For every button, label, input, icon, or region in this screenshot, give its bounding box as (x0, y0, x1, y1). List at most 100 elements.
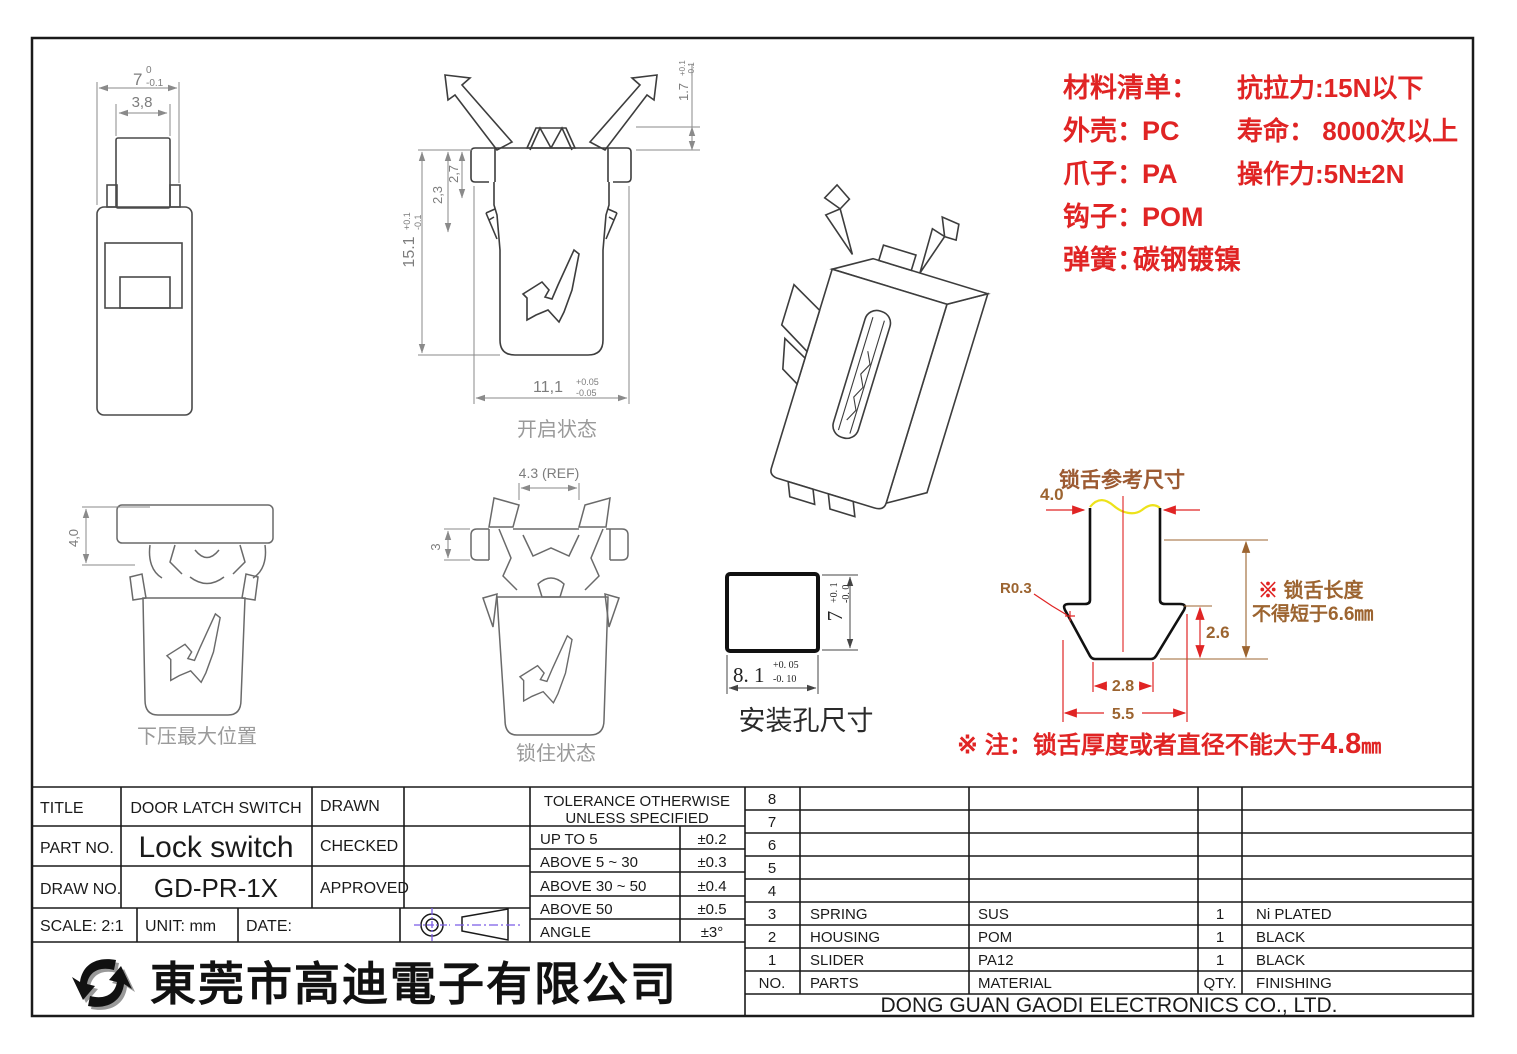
iso-wing-left-tip (823, 183, 851, 210)
tongue-title: 锁舌参考尺寸 (1059, 468, 1185, 492)
dim-tongue-top: 4.0 (1040, 485, 1064, 504)
parts-row-no-2: 2 (768, 929, 776, 946)
material-item-hook: 钩子：POM (1063, 202, 1204, 232)
dim-locked-ref: 4.3 (REF) (519, 465, 580, 481)
open-wing-left (444, 74, 514, 152)
tolerance-range-1: ABOVE 5 ~ 30 (540, 854, 638, 871)
drawn-label: DRAWN (320, 798, 380, 815)
locked-center-blob (537, 577, 565, 598)
material-item-hook-label: 钩子： (1063, 202, 1144, 232)
bottom-note: ※ 注：锁舌厚度或者直径不能大于4.8㎜ (957, 728, 1381, 760)
parts-row-no-5: 5 (768, 860, 776, 877)
parts-row-finishing-2: BLACK (1256, 929, 1305, 946)
locked-view-label: 锁住状态 (516, 742, 596, 765)
locked-spring-arms (498, 528, 604, 591)
parts-header-finishing: FINISHING (1256, 975, 1332, 992)
isometric-view (770, 183, 991, 518)
tolerance-range-3: ABOVE 50 (540, 901, 613, 918)
material-item-hook-value: POM (1142, 202, 1204, 232)
date-label: DATE: (246, 918, 292, 935)
locked-spring-center (522, 534, 580, 557)
unit-label: UNIT: mm (145, 918, 216, 935)
dim-open-width-tol-up: +0.05 (576, 377, 599, 387)
iso-slot-inner (837, 317, 885, 434)
dim-hole-height-tol-dn: -0. 0 (841, 585, 852, 603)
tolerance-table: TOLERANCE OTHERWISE UNLESS SPECIFIED UP … (540, 793, 730, 941)
company-name-en: DONG GUAN GAODI ELECTRONICS CO., LTD. (881, 994, 1338, 1017)
locked-barb-left (482, 592, 498, 628)
open-flange (470, 147, 632, 183)
parts-row-material-1: PA12 (978, 952, 1014, 969)
mounting-hole-dims (726, 574, 858, 694)
dim-open-tip-tol-up: +0.1 (678, 60, 687, 76)
press-dims (82, 506, 150, 566)
material-item-claw-label: 爪子： (1063, 159, 1144, 189)
parts-row-no-7: 7 (768, 814, 776, 831)
dim-tongue-neck: 2.8 (1112, 678, 1134, 695)
parts-row-parts-2: HOUSING (810, 929, 880, 946)
dim-tongue-base: 5.5 (1112, 706, 1134, 723)
hole-width-dim-text: 8. 1 +0. 05 -0. 10 (733, 660, 799, 687)
mounting-hole-label: 安装孔尺寸 (739, 706, 874, 736)
parts-row-parts-1: SLIDER (810, 952, 864, 969)
open-wing-right (588, 74, 658, 152)
iso-bottom-hole-left (787, 480, 816, 506)
press-body (142, 597, 246, 716)
tolerance-value-2: ±0.4 (697, 878, 726, 895)
press-view-label: 下压最大位置 (137, 725, 257, 748)
dim-open-b: 2,7 (446, 165, 461, 183)
locked-claw-tip-right (578, 496, 611, 528)
material-item-shell-value: PC (1142, 116, 1180, 146)
open-barb-left (485, 208, 498, 240)
dim-open-height-tol-up: +0.1 (402, 212, 412, 230)
tolerance-range-0: UP TO 5 (540, 831, 598, 848)
locked-dims (444, 483, 580, 561)
bottom-note-mark: ※ (957, 731, 985, 759)
dim-front-button: 3,8 (132, 94, 153, 111)
open-state-view (444, 74, 658, 356)
tongue-note-text1: 锁舌长度 (1278, 578, 1365, 602)
tongue-note-mark: ※ (1258, 580, 1278, 602)
mounting-hole-square (725, 572, 820, 653)
material-list-title: 材料清单： (1063, 73, 1198, 103)
parts-row-material-2: POM (978, 929, 1012, 946)
tongue-shape (1062, 496, 1187, 661)
title-label: TITLE (40, 800, 84, 817)
tolerance-header-2: UNLESS SPECIFIED (565, 810, 709, 827)
front-view-window-inner (119, 276, 171, 309)
draw-no-label: DRAW NO. (40, 881, 121, 898)
front-view (96, 137, 193, 416)
tolerance-value-1: ±0.3 (697, 854, 726, 871)
dim-hole-height-tol-up: +0. 1 (829, 582, 840, 603)
dim-hole-width-tol-up: +0. 05 (773, 660, 799, 671)
open-flange-caps (494, 148, 609, 182)
iso-wing-right-tip (941, 215, 960, 242)
tongue-dim-texts: 4.0 R0.3 2.6 2.8 5.5 (1000, 485, 1230, 723)
material-item-spring: 弹簧：碳钢镀镍 (1063, 244, 1241, 275)
press-spring-mid (169, 544, 246, 575)
spec-tensile: 抗拉力:15N以下 (1237, 73, 1423, 103)
material-item-shell-label: 外壳： (1063, 116, 1144, 146)
dim-tongue-radius: R0.3 (1000, 580, 1032, 597)
company-logo-arrow-bottom (88, 966, 132, 1007)
material-item-spring-value: 碳钢镀镍 (1133, 245, 1241, 275)
projection-symbol (414, 908, 520, 942)
parts-table: 8 7 6 5 4 3 SPRING SUS 1 Ni PLATED 2 HOU… (759, 791, 1332, 992)
tolerance-value-4: ±3° (701, 924, 724, 941)
locked-claw-tip-left (488, 497, 520, 528)
tolerance-value-3: ±0.5 (697, 901, 726, 918)
parts-header-qty: QTY. (1203, 975, 1236, 992)
dim-open-height-tol-dn: -0.1 (413, 214, 423, 230)
spec-force: 操作力:5N±2N (1237, 159, 1404, 189)
projection-crosshair (414, 908, 450, 942)
dim-hole-width: 8. 1 (733, 663, 765, 687)
tongue-dims-red (1033, 505, 1205, 722)
dim-press: 4,0 (66, 529, 81, 547)
press-spring-center (189, 549, 225, 585)
open-state-dim-texts: 15.1 +0.1 -0.1 2,3 2,7 1.7 +0.1 -0.1 11,… (401, 60, 696, 398)
parts-row-finishing-1: BLACK (1256, 952, 1305, 969)
iso-wing-left-arm (824, 207, 854, 255)
material-item-spring-label: 弹簧： (1063, 244, 1144, 275)
open-state-dims (418, 64, 700, 404)
